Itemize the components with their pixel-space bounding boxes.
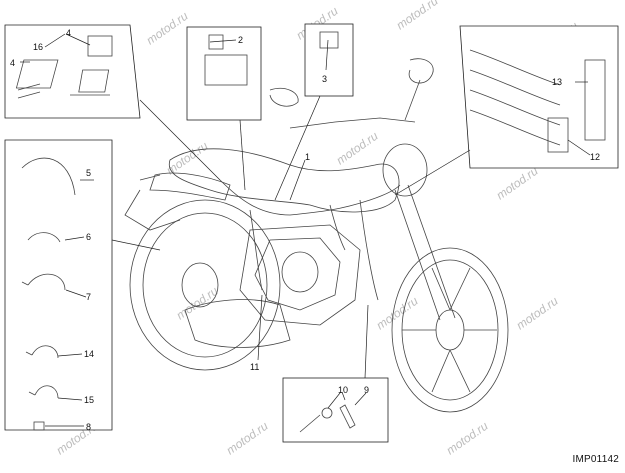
seat: [149, 172, 231, 201]
callout-1: 1: [305, 152, 310, 162]
detail-box-relay: [4, 24, 141, 119]
callout-6: 6: [86, 232, 91, 242]
watermark: motod.ru: [374, 294, 421, 333]
callout-8: 8: [86, 422, 91, 432]
callout-4: 4: [66, 28, 71, 38]
headlight: [382, 143, 428, 197]
engine: [239, 224, 361, 326]
watermark: motod.ru: [334, 129, 381, 168]
watermark: motod.ru: [514, 294, 561, 333]
tail-section: [124, 189, 181, 231]
callout-12: 12: [590, 152, 600, 162]
callout-13: 13: [552, 77, 562, 87]
callout-10: 10: [338, 385, 348, 395]
detail-box-bolt: [282, 377, 389, 443]
watermark: motod.ru: [164, 139, 211, 178]
watermark: motod.ru: [494, 164, 541, 203]
watermark: motod.ru: [224, 419, 271, 458]
detail-box-connector: [304, 23, 354, 97]
watermark: motod.ru: [174, 284, 221, 323]
drawing-reference: IMP01142: [572, 454, 619, 465]
watermark: motod.ru: [444, 419, 491, 458]
wiring-harness: [219, 179, 401, 216]
handlebar: [289, 117, 416, 129]
callout-11: 11: [250, 362, 259, 372]
callout-16: 16: [33, 42, 43, 52]
callout-14: 14: [84, 349, 94, 359]
callout-7: 7: [86, 292, 91, 302]
motorcycle-outline: [124, 58, 509, 413]
watermark: motod.ru: [394, 0, 441, 32]
detail-box-clamps: [459, 25, 619, 169]
callout-9: 9: [364, 385, 369, 395]
callout-5: 5: [86, 168, 91, 178]
fuel-tank: [168, 148, 400, 213]
callout-15: 15: [84, 395, 94, 405]
detail-box-ties: [4, 139, 113, 431]
watermark: motod.ru: [144, 9, 191, 48]
rear-wheel: [129, 199, 281, 371]
mirror-right: [408, 58, 434, 84]
callout-2: 2: [238, 35, 243, 45]
exhaust: [184, 299, 291, 348]
callout-3: 3: [322, 74, 327, 84]
callout-labels: 1 2 3 4 4 5 6 7 8 9 10 11 12 13 14 15 16: [10, 28, 600, 432]
leader-lines: [20, 33, 591, 427]
mirror-left: [269, 87, 299, 107]
front-wheel: [391, 247, 509, 413]
detail-box-fuse: [186, 26, 262, 121]
callout-4-secondary: 4: [10, 58, 15, 68]
